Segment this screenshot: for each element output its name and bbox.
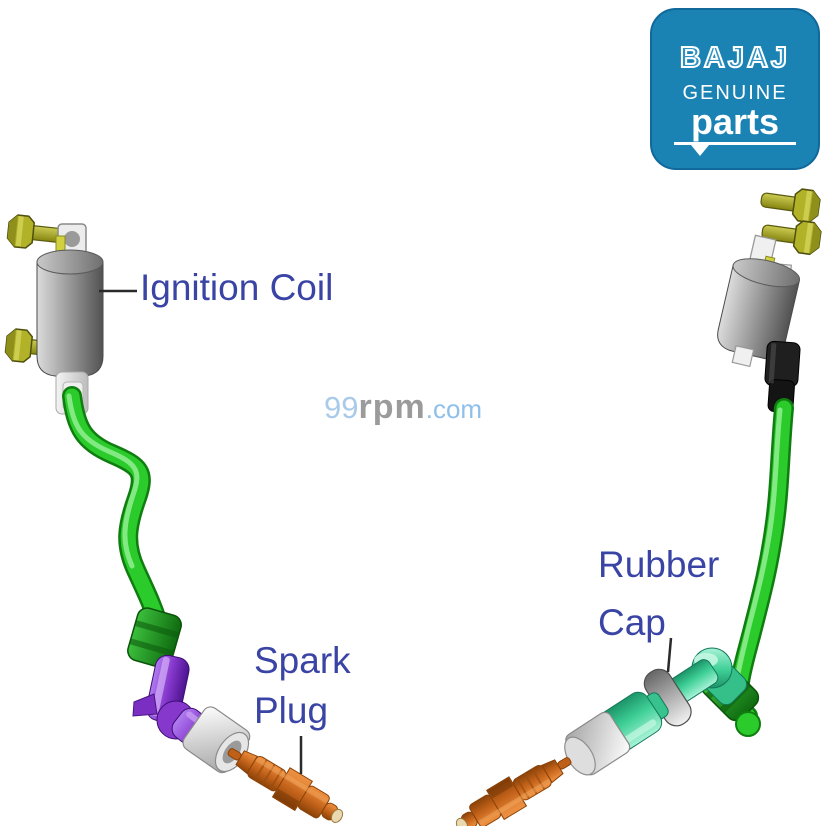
ht-lead-wire (62, 386, 167, 630)
bajaj-logo-underline (673, 142, 797, 157)
ignition-coil-label: Ignition Coil (140, 267, 334, 308)
watermark-prefix: 99 (324, 390, 359, 425)
left-ignition-coil-assembly (3, 213, 352, 826)
ignition-coil (36, 223, 104, 415)
rubber-cap-label: Rubber Cap (598, 544, 720, 644)
bajaj-logo-brand-text: BAJAJ (679, 41, 791, 75)
bajaj-logo-genuine-text: GENUINE (682, 82, 788, 104)
coil-body (36, 261, 104, 377)
bajaj-logo-parts-text: parts (690, 101, 780, 142)
rubber-cap-pointer-line (666, 637, 673, 673)
watermark-suffix: .com (425, 394, 483, 424)
spark-plug-cap-teal (564, 647, 748, 776)
down-arrow-icon (690, 145, 709, 157)
right-ignition-coil-assembly (447, 182, 823, 826)
cap-metal-cup (564, 711, 631, 776)
cap-boot (127, 607, 182, 669)
watermark-brand: rpm (358, 388, 426, 426)
spark-plug-label: Spark Plug (254, 640, 351, 732)
coil-black-boot (764, 340, 801, 413)
bajaj-genuine-parts-logo: BAJAJ GENUINE parts (650, 8, 820, 170)
mounting-bolt (758, 182, 822, 225)
spark-plug (447, 744, 580, 826)
